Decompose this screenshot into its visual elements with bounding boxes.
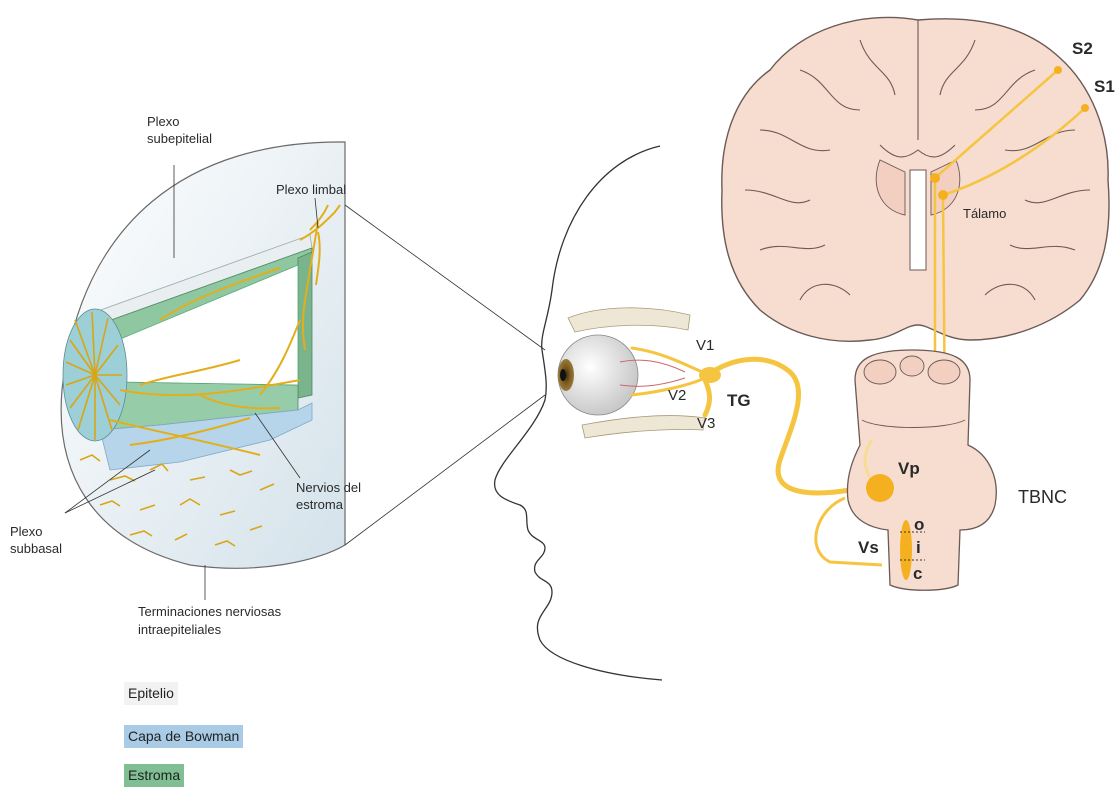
zoom-line-bottom <box>345 395 545 545</box>
label-plexo-limbal: Plexo limbal <box>276 182 346 197</box>
label-o: o <box>914 515 924 534</box>
label-i: i <box>916 538 921 557</box>
label-plexo-subepitelial-1: Plexo <box>147 114 180 129</box>
label-v1: V1 <box>696 337 714 354</box>
label-terminaciones-1: Terminaciones nerviosas <box>138 604 282 619</box>
ventricle <box>910 170 926 270</box>
vs-nucleus <box>900 520 912 580</box>
label-nervios-estroma-2: estroma <box>296 497 344 512</box>
label-terminaciones-2: intraepiteliales <box>138 622 222 637</box>
label-s1: S1 <box>1094 77 1115 96</box>
label-plexo-subbasal-1: Plexo <box>10 524 43 539</box>
trigeminal-ganglion <box>699 367 721 383</box>
orbit-bone-top <box>568 308 690 332</box>
label-s2: S2 <box>1072 39 1093 58</box>
label-v2: V2 <box>668 387 686 404</box>
thalamus-nucleus-2 <box>938 190 948 200</box>
s1-terminal <box>1081 104 1089 112</box>
legend-item-estroma: Estroma <box>124 764 184 787</box>
brain-coronal <box>722 17 1109 341</box>
face-profile <box>495 146 662 680</box>
label-vs: Vs <box>858 538 879 557</box>
label-nervios-estroma-1: Nervios del <box>296 480 361 495</box>
zoom-line-top <box>345 205 545 350</box>
legend-item-bowman: Capa de Bowman <box>124 725 243 748</box>
label-tbnc: TBNC <box>1018 487 1067 507</box>
label-v3: V3 <box>697 415 715 432</box>
vp-nucleus <box>866 474 894 502</box>
orbit-bone-bottom <box>582 416 705 438</box>
s2-terminal <box>1054 66 1062 74</box>
eyeball <box>558 335 685 415</box>
thalamus-nucleus-1 <box>930 173 940 183</box>
label-plexo-subepitelial-2: subepitelial <box>147 131 212 146</box>
label-c: c <box>913 564 922 583</box>
label-tg: TG <box>727 391 751 410</box>
legend-item-epitelio: Epitelio <box>124 682 178 705</box>
label-plexo-subbasal-2: subbasal <box>10 541 62 556</box>
label-vp: Vp <box>898 459 920 478</box>
label-talamo: Tálamo <box>963 206 1006 221</box>
